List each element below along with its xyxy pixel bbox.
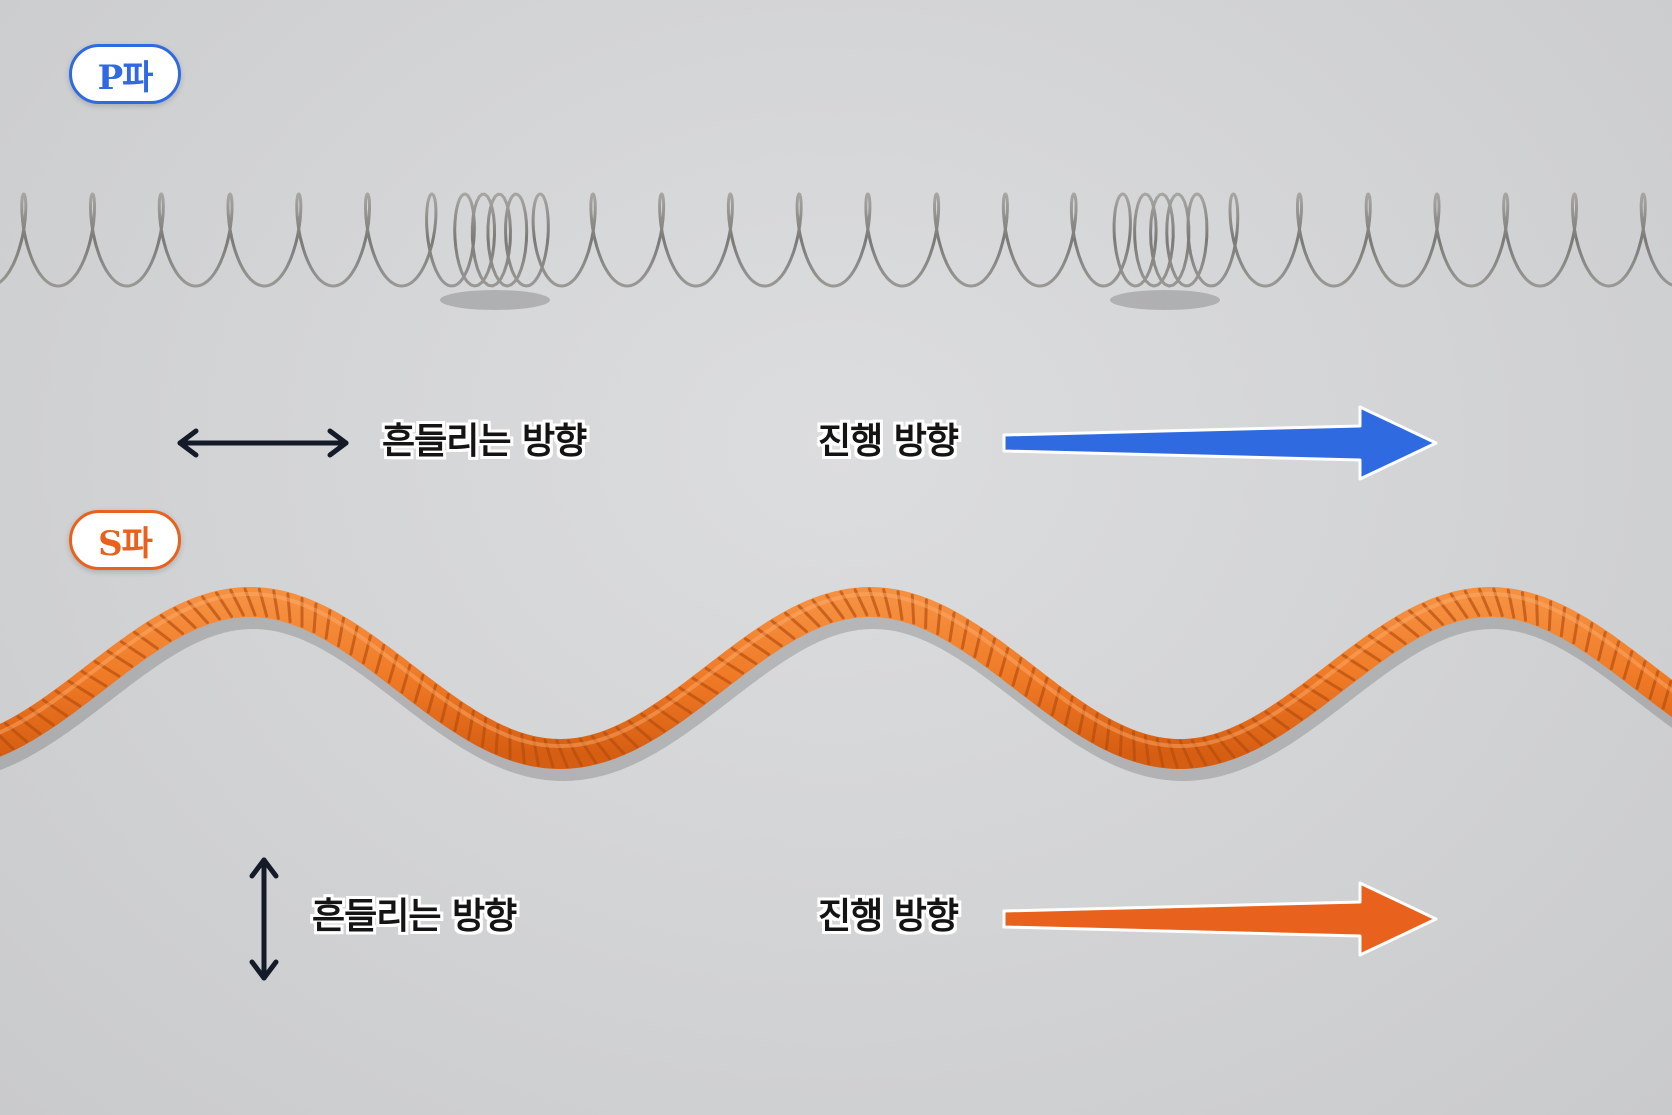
double-arrow-horizontal-icon <box>177 428 349 458</box>
p-wave-propagation-label: 진행 방향 <box>818 421 959 462</box>
spring-coil <box>0 192 1672 288</box>
p-wave-oscillation-label: 흔들리는 방향 <box>382 421 587 462</box>
p-wave-badge: P파 <box>69 44 181 104</box>
rope-highlight <box>0 592 1672 748</box>
rope-twist-strands <box>0 587 1672 769</box>
spring-shadow-compression-2 <box>1110 290 1220 310</box>
s-propagation-arrow-icon <box>1002 881 1438 957</box>
s-wave-oscillation-label: 흔들리는 방향 <box>312 896 517 937</box>
p-wave-spring <box>0 192 1672 310</box>
p-propagation-arrow-icon <box>1002 405 1438 481</box>
double-arrow-vertical-icon <box>249 857 279 981</box>
s-wave-badge: S파 <box>69 510 181 570</box>
s-wave-rope <box>0 587 1672 781</box>
spring-shadow-compression-1 <box>440 290 550 310</box>
s-wave-propagation-label: 진행 방향 <box>818 896 959 937</box>
